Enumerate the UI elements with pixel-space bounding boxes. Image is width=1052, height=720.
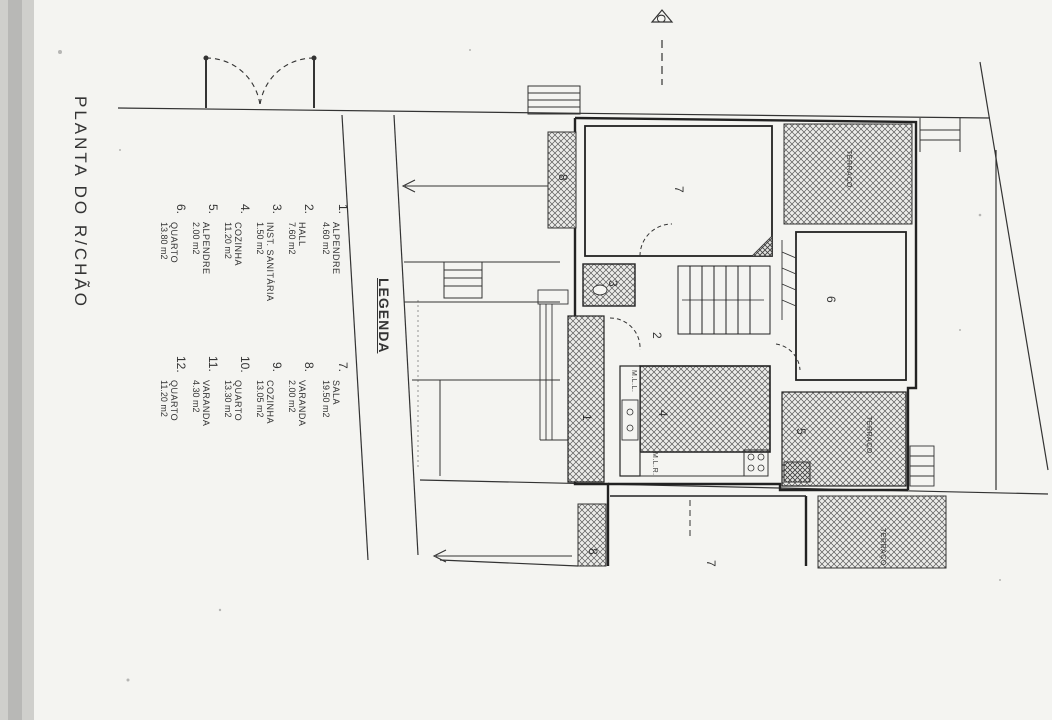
- mlr-label: M.L.R.: [651, 452, 658, 476]
- legend-item-11-num: 11.: [206, 356, 220, 372]
- legend-item-2-area: 7.60 m2: [287, 222, 297, 255]
- building-walls: [573, 116, 918, 566]
- alpendre-front: [567, 315, 605, 483]
- toilet-icon: [592, 284, 608, 296]
- hall-stairs: [677, 265, 771, 335]
- side-steps: [404, 261, 560, 476]
- varanda-hatch: [547, 131, 577, 229]
- wc-area: [582, 263, 636, 307]
- legend-item-8-num: 8.: [302, 362, 316, 373]
- legend-item-9-num: 9.: [270, 362, 284, 373]
- alpendre-small: [783, 461, 811, 483]
- legend-item-10-num: 10.: [238, 356, 252, 373]
- legend-item-10-area: 13.30 m2: [223, 380, 233, 418]
- legend-item-4-area: 11.20 m2: [223, 222, 233, 259]
- room-label-7-lower: 7: [704, 560, 718, 567]
- legend-item-1-area: 4.60 m2: [321, 222, 331, 255]
- legend-item-6-num: 6.: [174, 204, 188, 215]
- room-label-2: 2: [650, 332, 664, 339]
- scan-edge-dark-band: [8, 0, 22, 720]
- room-label-3: 3: [606, 280, 620, 287]
- legend-item-6-name: QUARTO: [169, 222, 179, 264]
- legend-item-9-name: COZINHA: [265, 380, 275, 424]
- varanda-bottom: [577, 503, 607, 567]
- room-label-5: 5: [794, 428, 808, 435]
- legend-item-11-area: 4.30 m2: [191, 380, 201, 413]
- legend-item-5-name: ALPENDRE: [201, 222, 211, 275]
- scan-noise: [58, 49, 1001, 682]
- legend-item-12-name: QUARTO: [169, 380, 179, 422]
- legend-item-7-area: 19.50 m2: [321, 380, 331, 418]
- room-label-7: 7: [672, 186, 686, 193]
- room-label-1: 1: [580, 414, 594, 421]
- room-label-8-lower: 8: [586, 548, 600, 555]
- room-cozinha: [619, 365, 771, 477]
- entrance-gate: [203, 55, 317, 108]
- legend-item-4-num: 4.: [238, 204, 252, 215]
- middle-steps: [909, 445, 935, 487]
- legend-item-3-area: 1.50 m2: [255, 222, 265, 255]
- legend-item-7-name: SALA: [331, 380, 341, 406]
- room-quarto: [775, 231, 907, 381]
- hall-door-swing: [609, 317, 641, 351]
- room-label-4: 4: [656, 410, 670, 417]
- legend-item-1-num: 1.: [336, 204, 350, 215]
- legend-item-7-num: 7.: [336, 362, 350, 373]
- room-label-6: 6: [824, 296, 838, 303]
- legend-item-12-num: 12.: [174, 356, 188, 373]
- room-sala: [584, 125, 773, 257]
- legend-item-8-area: 2.00 m2: [287, 380, 297, 413]
- legend-item-11-name: VARANDA: [201, 380, 211, 427]
- mll-label: M.L.L.: [630, 370, 637, 393]
- legend-item-1-name: ALPENDRE: [331, 222, 341, 275]
- legend-item-10-name: QUARTO: [233, 380, 243, 422]
- terrace-label-middle: TERRAÇO: [865, 416, 872, 454]
- terrace-top: [783, 123, 913, 225]
- legend-item-2-num: 2.: [302, 204, 316, 215]
- legend-item-8-name: VARANDA: [297, 380, 307, 427]
- legend-item-6-area: 13.80 m2: [159, 222, 169, 260]
- access-arrows: [401, 179, 572, 563]
- legend-item-5-num: 5.: [206, 204, 220, 215]
- legend-item-2-name: HALL: [297, 222, 307, 247]
- terrace-label-bottom: TERRAÇO: [879, 528, 886, 566]
- section-marker-label: C: [654, 14, 668, 23]
- section-arrow-icon: [650, 9, 674, 23]
- plan-title: PLANTA DO R/CHÃO: [71, 96, 90, 309]
- legend-item-3-name: INST. SANITÁRIA: [265, 222, 275, 302]
- top-steps: [527, 85, 961, 152]
- plot-boundary: [117, 61, 1049, 567]
- legend-item-5-area: 2.00 m2: [191, 222, 201, 255]
- terrace-bottom: [817, 495, 947, 569]
- legend-item-12-area: 11.20 m2: [159, 380, 169, 417]
- ramp: [537, 289, 570, 441]
- legend-item-3-num: 3.: [270, 204, 284, 215]
- room-label-8: 8: [556, 174, 570, 181]
- legend-item-9-area: 13.05 m2: [255, 380, 265, 418]
- legend-item-4-name: COZINHA: [233, 222, 243, 266]
- terrace-label-top: TERRAÇO: [845, 150, 852, 188]
- legend-heading: LEGENDA: [376, 278, 392, 354]
